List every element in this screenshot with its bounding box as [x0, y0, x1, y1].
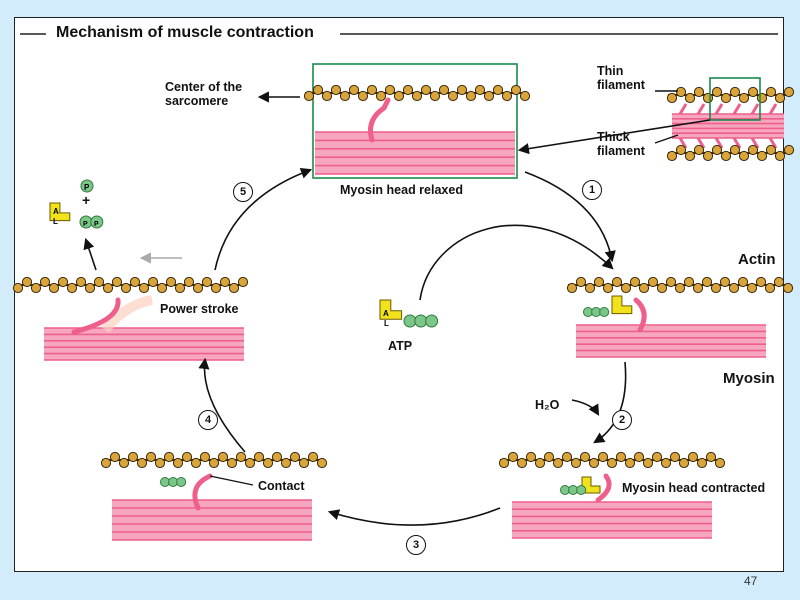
released-phosphate-p: P: [84, 183, 90, 192]
inset-zoom-box: [709, 77, 761, 121]
step-1-marker: 1: [582, 180, 602, 200]
step-2-marker: 2: [612, 410, 632, 430]
release-arrow: [83, 237, 97, 271]
zoom-arrow: [517, 119, 711, 155]
water-label: H₂O: [535, 398, 560, 412]
step-5-marker: 5: [233, 182, 253, 202]
myosin-filament-left: [44, 327, 244, 361]
actin-label: Actin: [738, 251, 776, 268]
thin-filament-lower: [666, 144, 795, 162]
relaxed-zoom-box: [312, 63, 518, 179]
adenosine-right: [611, 295, 633, 315]
myosin-contracted-label: Myosin head contracted: [622, 481, 766, 495]
myosin-head-contracted: [595, 473, 612, 503]
myosin-relaxed-label: Myosin head relaxed: [340, 183, 463, 197]
actin-filament-bottom-left: [100, 451, 328, 469]
contact-label: Contact: [258, 479, 305, 493]
filament-inset: [678, 103, 778, 149]
released-p1-text: P: [83, 221, 88, 228]
cycle-arrow-2: [593, 361, 627, 444]
thin-filament-upper: [666, 86, 795, 104]
thick-filament-inset: [672, 113, 784, 139]
myosin-head-right: [633, 297, 647, 333]
atp-adenosine: [379, 299, 403, 320]
cycle-arrow-4: [198, 357, 246, 453]
page-number: 47: [744, 574, 758, 588]
center-of-sarcomere-label: Center of the sarcomere: [165, 80, 243, 108]
actin-filament-left: [12, 276, 249, 294]
thick-filament-pointer: [654, 134, 679, 144]
myosin-head-relaxed: [368, 97, 391, 143]
cycle-arrow-3: [327, 507, 501, 526]
water-arrow: [571, 399, 600, 416]
thick-filament-label: Thick filament: [597, 130, 645, 158]
phosphates-contracted: [560, 485, 587, 495]
myosin-filament-right: [576, 324, 766, 358]
thin-filament-label: Thin filament: [597, 64, 645, 92]
cycle-arrow-5: [214, 167, 313, 271]
myosin-filament-top: [315, 131, 515, 175]
atp-phosphates: [403, 314, 439, 328]
myosin-label: Myosin: [723, 370, 775, 387]
cycle-arrow-1: [524, 171, 616, 263]
power-stroke-label: Power stroke: [160, 302, 239, 316]
released-l-text: L: [53, 217, 58, 226]
contact-pointer: [209, 475, 254, 486]
figure-frame: [14, 17, 784, 572]
atp-label: ATP: [388, 339, 413, 353]
myosin-head-contact: [192, 473, 213, 511]
atp-l-text: L: [384, 319, 389, 328]
actin-filament-top: [303, 84, 531, 102]
myosin-filament-bottom-left: [112, 499, 312, 541]
released-adenosine: [49, 202, 71, 222]
atp-a-text: A: [383, 309, 389, 318]
step-4-marker: 4: [198, 410, 218, 430]
power-stroke-blur: [101, 295, 154, 334]
released-a-text: A: [53, 207, 59, 216]
myosin-head-power-stroke: [71, 297, 121, 335]
released-phosphate: [80, 179, 94, 193]
figure-title: Mechanism of muscle contraction: [50, 24, 320, 42]
plus-sign: +: [82, 192, 91, 208]
phosphates-right: [583, 307, 610, 317]
actin-filament-right: [566, 276, 794, 294]
released-p2-text: P: [94, 221, 99, 228]
actin-filament-bottom-right: [498, 451, 726, 469]
myosin-filament-bottom-right: [512, 501, 712, 539]
step-3-marker: 3: [406, 535, 426, 555]
atp-binding-arrow: [419, 224, 614, 301]
phosphates-contact: [160, 477, 187, 487]
released-adp-phosphates: [79, 215, 104, 229]
